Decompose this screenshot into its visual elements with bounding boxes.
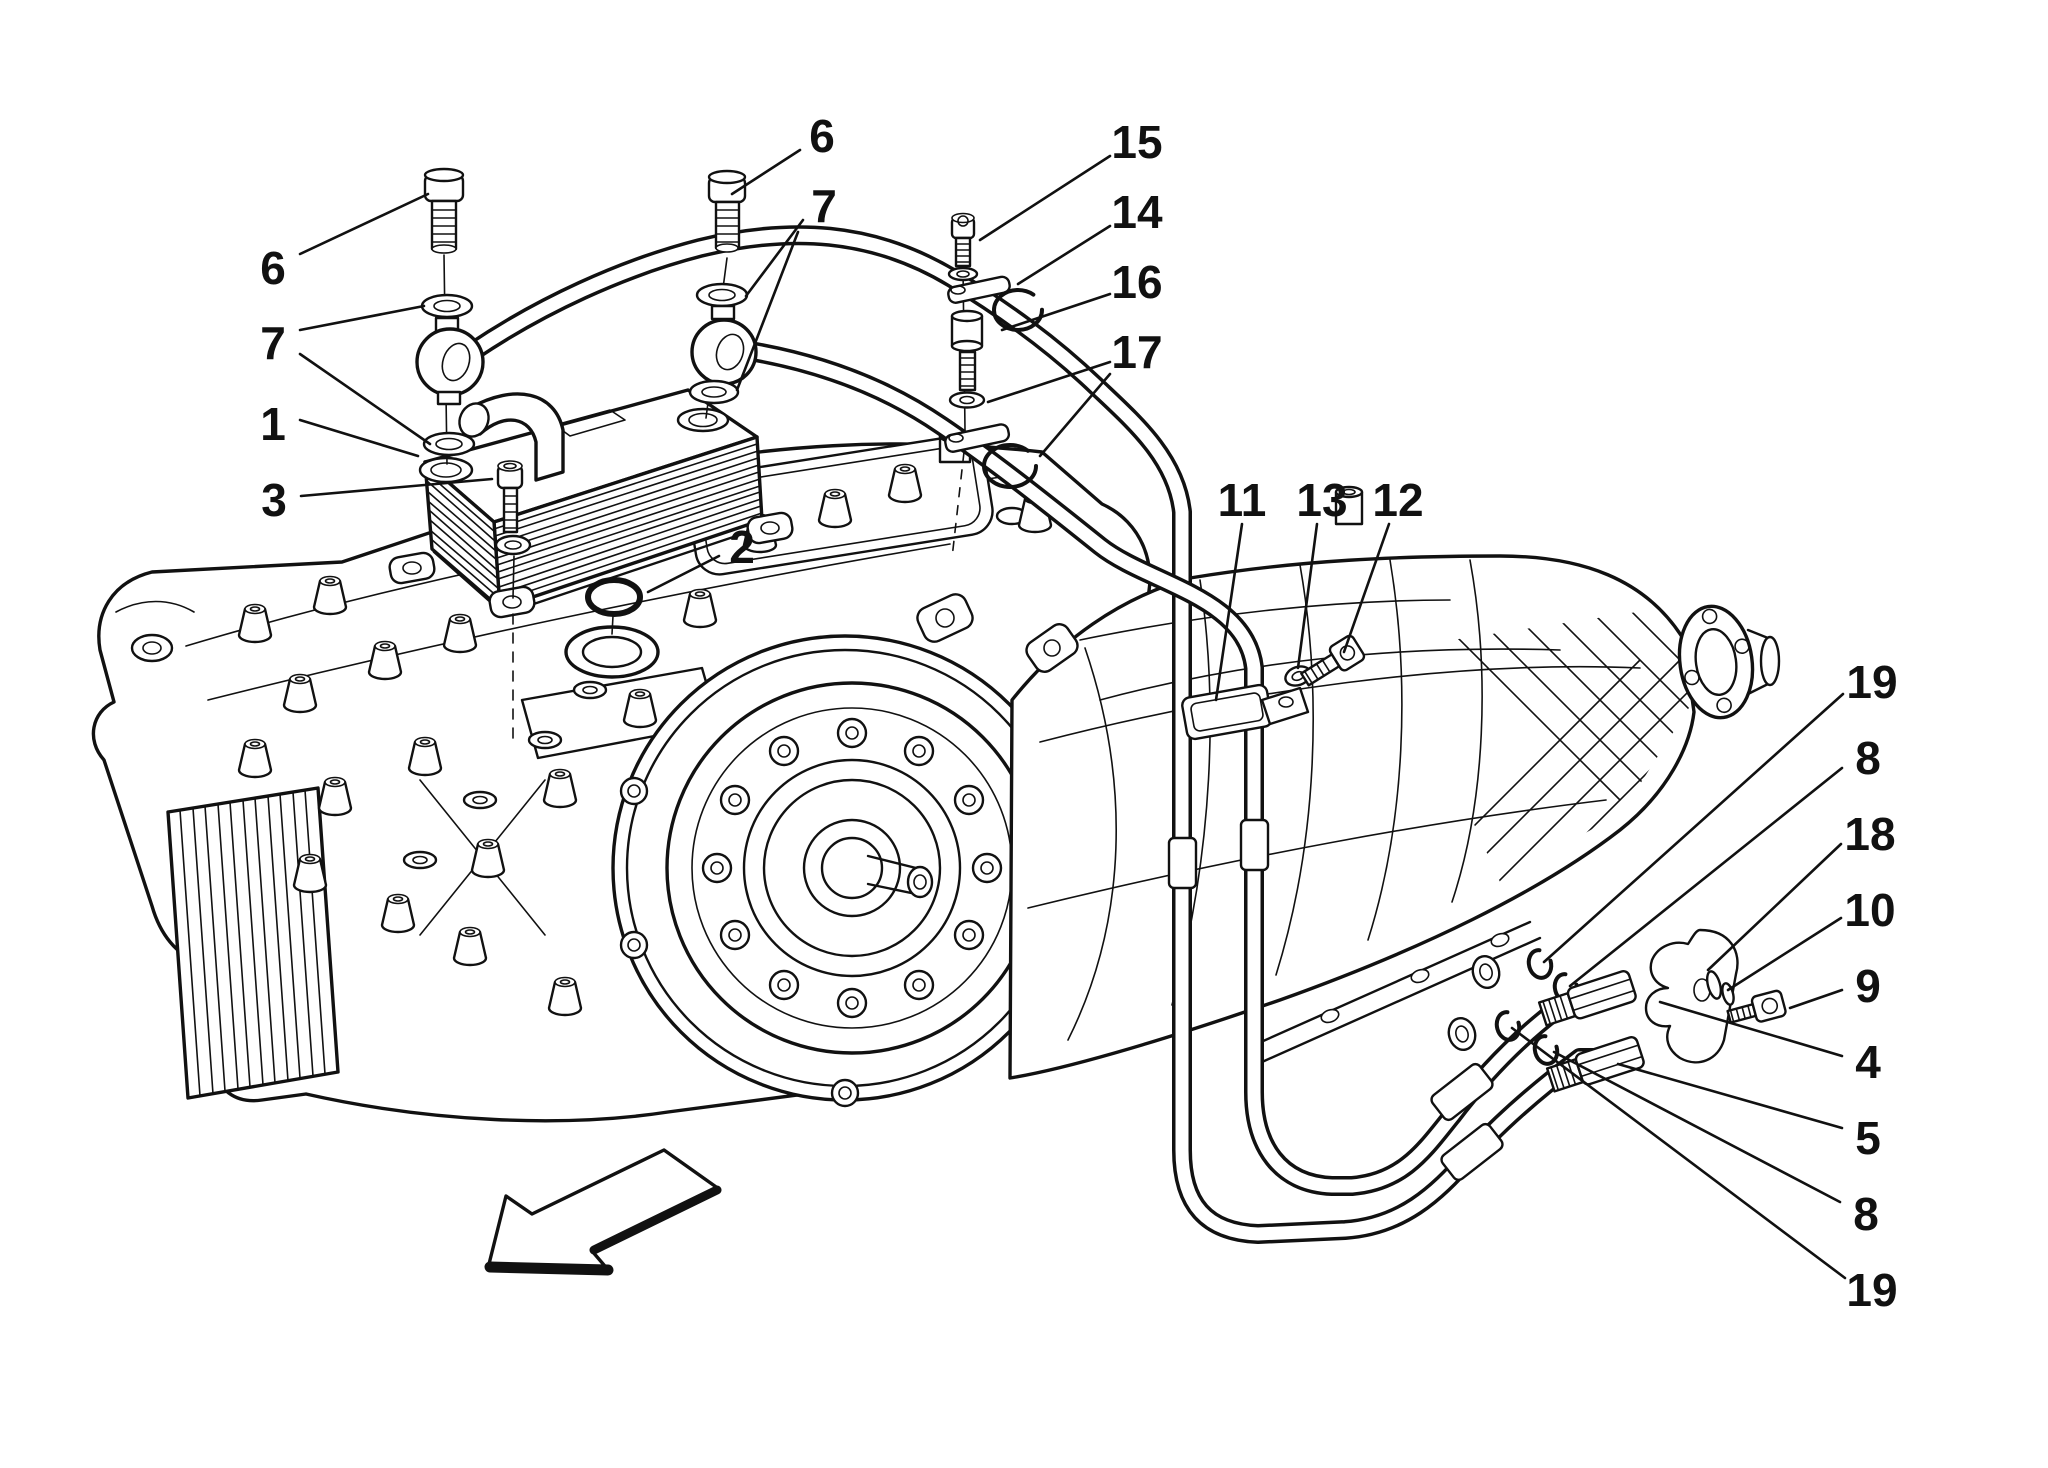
o-ring xyxy=(585,577,643,617)
callout-16: 16 xyxy=(1111,256,1162,308)
leader-line-6 xyxy=(730,148,802,196)
callout-6: 6 xyxy=(260,242,286,294)
elbow-fitting xyxy=(458,392,565,482)
leader-line-13 xyxy=(1296,522,1319,670)
callout-14: 14 xyxy=(1111,186,1163,238)
callout-7: 7 xyxy=(811,180,837,232)
callout-11: 11 xyxy=(1218,474,1267,526)
leader-line-7 xyxy=(298,304,426,332)
leader-line-12 xyxy=(1342,522,1391,654)
leader-line-16 xyxy=(1000,292,1112,332)
oil-pipes xyxy=(462,225,1630,1244)
leader-line-7 xyxy=(744,218,805,298)
seal-ring xyxy=(1532,1034,1560,1066)
banjo-fitting xyxy=(690,318,758,386)
callout-6: 6 xyxy=(809,110,835,162)
callout-18: 18 xyxy=(1844,808,1895,860)
cooler-port-right xyxy=(676,407,730,433)
leader-line-14 xyxy=(1016,224,1112,286)
hose-sleeve xyxy=(1440,1122,1504,1182)
callout-8: 8 xyxy=(1853,1188,1879,1240)
leader-line-11 xyxy=(1214,522,1244,702)
callout-10: 10 xyxy=(1844,884,1895,936)
cooler-bolt xyxy=(494,460,532,556)
leader-line-17 xyxy=(1038,372,1112,458)
callout-1: 1 xyxy=(260,398,286,450)
hose-sleeve xyxy=(1167,836,1198,890)
leader-line-10 xyxy=(1726,916,1843,992)
leader-line-3 xyxy=(299,477,494,498)
bracket-bolt xyxy=(1300,634,1366,687)
fork-bolt xyxy=(1726,989,1787,1024)
banjo-bolt-right-group xyxy=(688,169,758,419)
leader-line-19 xyxy=(1510,1026,1847,1280)
callout-3: 3 xyxy=(261,474,287,526)
washer xyxy=(948,391,986,409)
callout-19: 19 xyxy=(1846,656,1897,708)
union-upper xyxy=(1537,970,1637,1027)
seal-ring xyxy=(1494,1010,1522,1042)
leader-line-4 xyxy=(1658,1000,1844,1058)
washer xyxy=(1705,970,1723,1000)
seal-washer xyxy=(422,431,476,457)
callout-4: 4 xyxy=(1855,1036,1881,1088)
hose-sleeve xyxy=(1239,818,1270,872)
pipe-clamp-assembly xyxy=(944,212,1044,559)
leader-line-15 xyxy=(978,154,1112,242)
banjo-bolt-left-group xyxy=(415,167,485,465)
oil-cooler xyxy=(388,388,794,745)
leader-line-6 xyxy=(298,192,430,256)
callout-8: 8 xyxy=(1855,732,1881,784)
banjo-fitting xyxy=(415,327,485,397)
leader-line-5 xyxy=(1616,1062,1844,1130)
leader-line-7 xyxy=(298,352,432,446)
leader-line-2 xyxy=(646,554,721,594)
leader-line-18 xyxy=(1706,842,1843,972)
callout-17: 17 xyxy=(1111,326,1162,378)
callout-12: 12 xyxy=(1372,474,1423,526)
leader-line-8 xyxy=(1552,1050,1842,1204)
pipe-clamp-lower xyxy=(944,423,1011,453)
seal-washer xyxy=(420,293,474,319)
leader-line-9 xyxy=(1788,988,1844,1010)
leader-line-8 xyxy=(1568,766,1844,988)
seal-ring xyxy=(1526,948,1554,980)
clutch-assembly xyxy=(665,681,1039,1055)
direction-arrow xyxy=(484,1148,722,1276)
seal-washer xyxy=(688,379,740,405)
oil-cooler-fins xyxy=(425,443,763,602)
callout-19: 19 xyxy=(1846,1264,1897,1316)
callout-2: 2 xyxy=(729,521,755,573)
callout-9: 9 xyxy=(1855,960,1881,1012)
callout-5: 5 xyxy=(1855,1112,1881,1164)
leader-line-19 xyxy=(1542,692,1845,964)
output-flange xyxy=(1677,604,1755,720)
seal-washer xyxy=(695,282,749,308)
leader-line-1 xyxy=(298,418,420,458)
pipe-bracket-group xyxy=(1181,634,1366,741)
oil-pan-fins xyxy=(166,786,340,1100)
callout-7: 7 xyxy=(260,317,286,369)
leader-line-17 xyxy=(986,360,1112,404)
washer xyxy=(947,266,979,282)
callout-15: 15 xyxy=(1111,116,1162,168)
callout-13: 13 xyxy=(1296,474,1347,526)
leader-line-7 xyxy=(735,230,800,392)
hose-sleeve xyxy=(1430,1062,1494,1122)
cooler-port-left xyxy=(418,456,474,484)
pipe-clamp-upper xyxy=(947,275,1011,304)
